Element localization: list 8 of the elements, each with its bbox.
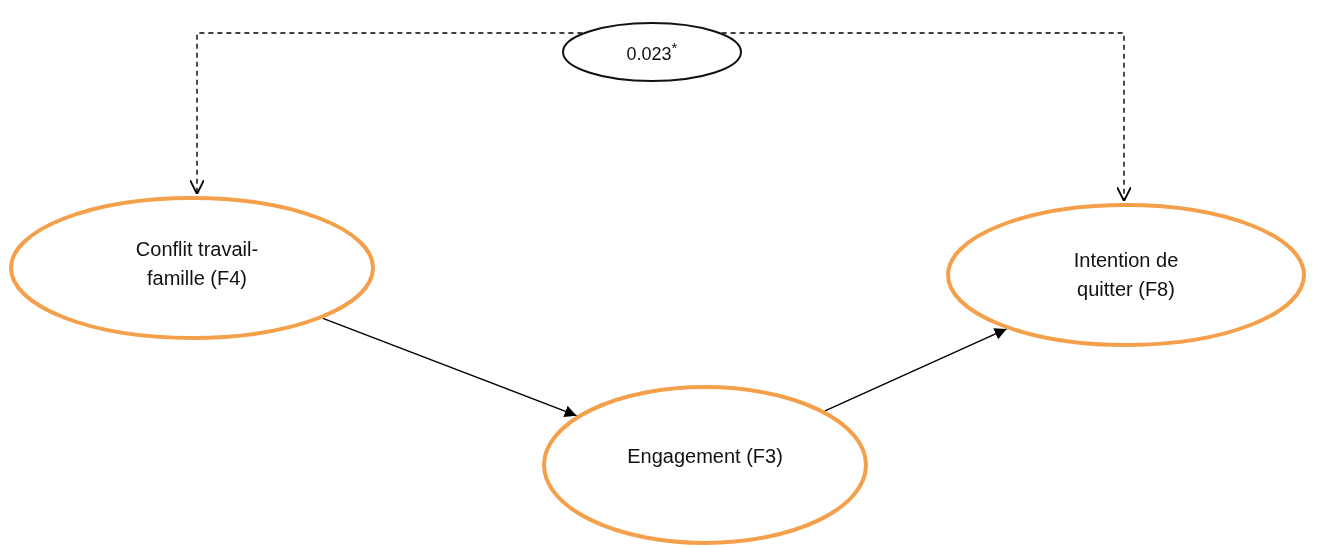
dashed-arrow [720,32,1132,202]
node-label: Conflit travail-famille (F4) [134,237,260,291]
dashed-arrow [189,32,584,195]
arrow [322,317,578,417]
coefficient-label: 0.023$^{*}$ [626,37,678,66]
node-label: Intention de quitter (F8) [1072,248,1180,302]
arrow [824,328,1008,412]
node-label: Engagement (F3) [627,443,783,469]
